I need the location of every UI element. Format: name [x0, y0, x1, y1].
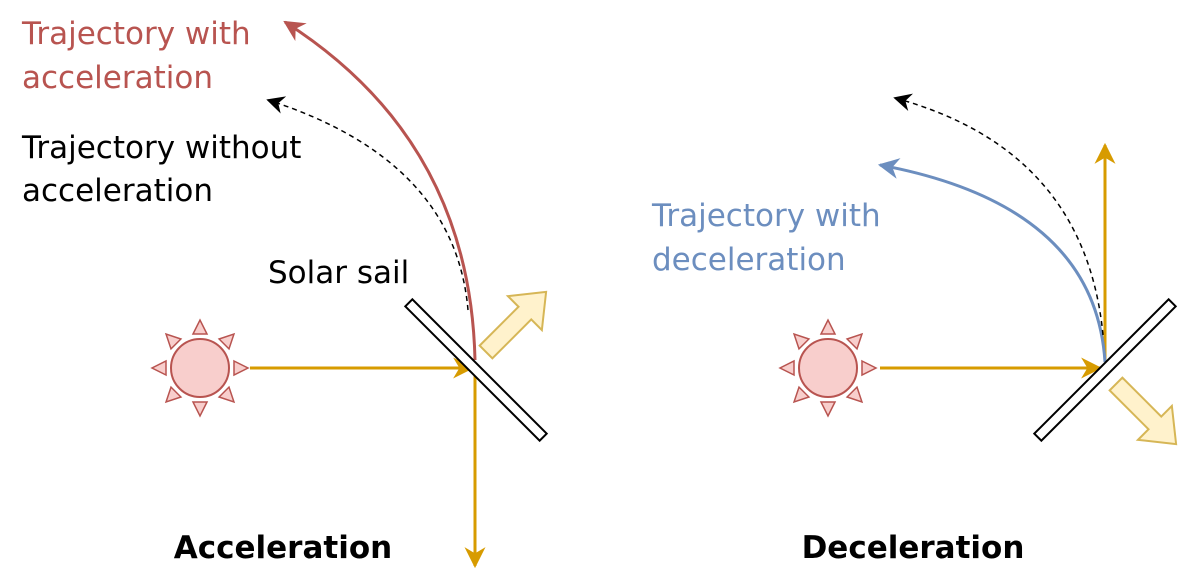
acceleration-title: Acceleration	[174, 530, 392, 566]
traj-with-decel-label-2: deceleration	[652, 242, 846, 278]
traj-with-decel-label-1: Trajectory with	[651, 198, 881, 234]
deceleration-panel: Trajectory with deceleration Deceleratio…	[651, 93, 1178, 566]
solar-sail-label: Solar sail	[268, 255, 409, 291]
acceleration-panel: Trajectory with acceleration Trajectory …	[21, 16, 549, 569]
sun-icon	[151, 319, 249, 417]
sun-icon	[779, 319, 877, 417]
traj-with-accel-label-1: Trajectory with	[21, 16, 251, 52]
solar-sail	[1032, 297, 1178, 443]
thrust-arrow	[1108, 376, 1178, 446]
traj-without-accel-label-2: acceleration	[22, 173, 213, 209]
solar-sail	[403, 297, 549, 443]
trajectory-without-acceleration-curve	[266, 96, 469, 311]
traj-without-accel-label-1: Trajectory without	[21, 130, 301, 166]
trajectory-with-deceleration-curve	[877, 158, 1107, 363]
trajectory-without-deceleration-curve	[893, 93, 1104, 336]
trajectory-with-acceleration-curve	[283, 20, 477, 361]
deceleration-title: Deceleration	[802, 530, 1025, 566]
traj-with-accel-label-2: acceleration	[22, 60, 213, 96]
thrust-arrow	[478, 290, 548, 360]
